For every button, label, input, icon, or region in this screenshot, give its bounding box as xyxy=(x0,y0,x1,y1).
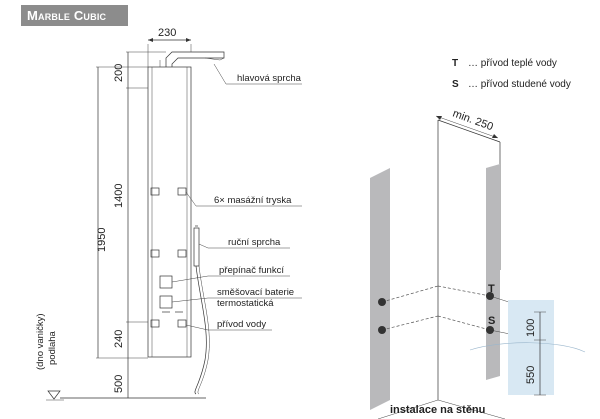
wall-panel-right xyxy=(486,164,500,380)
shower-panel xyxy=(147,66,192,358)
installation-zone xyxy=(508,300,554,395)
min-250-label: min. 250 xyxy=(451,108,495,134)
legend-text-S: … přívod studené vody xyxy=(468,79,571,90)
hot-water-point-T xyxy=(486,292,494,300)
dim-500 xyxy=(60,358,206,399)
legend-text-T: … přívod teplé vody xyxy=(468,58,557,69)
hand-shower xyxy=(193,225,210,395)
callout-mixer-2: termostatická xyxy=(217,298,274,309)
massage-jets xyxy=(150,187,187,328)
dim-1400 xyxy=(126,88,148,323)
installation-caption: instalace na stěnu xyxy=(390,404,485,416)
cold-water-point-left xyxy=(378,326,386,334)
dim-1400-label: 1400 xyxy=(113,184,125,208)
callout-lines xyxy=(171,63,302,331)
dim-200 xyxy=(126,51,166,89)
callout-head-shower: hlavová sprcha xyxy=(237,73,302,84)
floor-marker-icon xyxy=(47,390,61,400)
callout-hand-shower: ruční sprcha xyxy=(228,237,281,248)
dim-240 xyxy=(126,322,148,359)
floor-label-1: (dno vaničky) xyxy=(35,314,46,371)
dim-200-label: 200 xyxy=(113,64,125,82)
dim-100-label: 100 xyxy=(525,319,537,337)
callout-jets: 6× masážní tryska xyxy=(214,195,292,206)
dim-min-250 xyxy=(435,115,499,139)
tray-outline xyxy=(469,342,586,353)
dim-240-label: 240 xyxy=(113,330,125,348)
hot-water-point-left xyxy=(378,298,386,306)
callout-mixer-1: směšovací baterie xyxy=(217,287,294,298)
floor-label-2: podlaha xyxy=(47,330,58,365)
dim-1950 xyxy=(96,66,148,359)
dim-500-label: 500 xyxy=(113,375,125,393)
dim-230-label: 230 xyxy=(158,27,176,39)
point-T-label: T xyxy=(488,283,495,295)
head-shower-arm xyxy=(159,51,225,67)
product-title: Marble Cubic xyxy=(21,5,128,26)
legend-key-T: T xyxy=(452,58,458,69)
legend-key-S: S xyxy=(452,79,459,90)
dim-550-label: 550 xyxy=(525,366,537,384)
point-S-label: S xyxy=(488,315,495,327)
wall-corner xyxy=(377,119,506,419)
wall-panel-left xyxy=(370,168,390,410)
dim-100-550 xyxy=(534,311,546,396)
callout-water-inlet: přívod vody xyxy=(217,319,266,330)
dim-1950-label: 1950 xyxy=(96,228,108,252)
callout-diverter: přepínač funkcí xyxy=(219,265,284,276)
cold-water-point-S xyxy=(486,326,494,334)
thermostatic-mixer xyxy=(159,275,183,313)
dim-width-230 xyxy=(147,38,192,67)
